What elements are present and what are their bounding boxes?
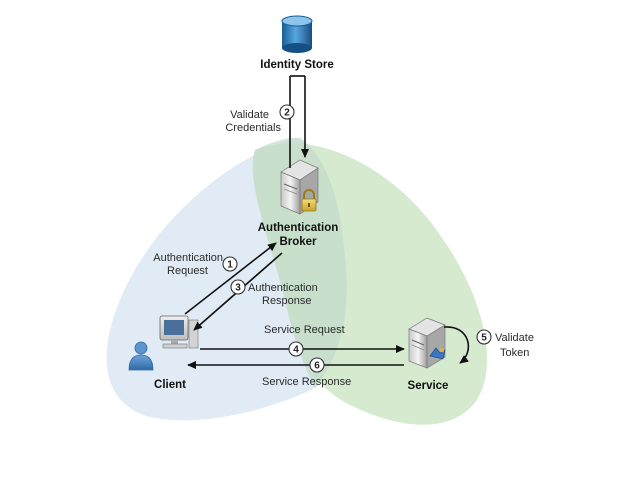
step-number-3: 3	[235, 283, 241, 294]
step-6-label: Service Response	[262, 376, 351, 388]
step-3-label-line2: Response	[262, 295, 312, 307]
step-2-label-line2: Credentials	[225, 122, 281, 134]
step-1-label-line1: Authentication	[153, 252, 223, 264]
step-4-label: Service Request	[264, 324, 345, 336]
service-label: Service	[408, 380, 449, 392]
service-app-icon	[429, 347, 446, 360]
computer-icon	[159, 315, 199, 349]
step-badge-4: 4	[288, 341, 304, 357]
trust-zone-overlap	[252, 137, 347, 388]
step-badge-2: 2	[279, 104, 295, 120]
step-number-4: 4	[293, 345, 299, 356]
step-5-label-line1: Validate	[495, 332, 534, 344]
service-server-icon	[408, 317, 446, 369]
step-2-label-line1: Validate	[230, 109, 269, 121]
step-number-1: 1	[227, 260, 233, 271]
user-icon	[128, 341, 154, 371]
step-badge-1: 1	[222, 256, 238, 272]
lock-icon	[301, 189, 317, 212]
step-number-5: 5	[481, 333, 487, 344]
client-label: Client	[154, 379, 186, 391]
step-1-label-line2: Request	[167, 265, 208, 277]
arrow-validate-token	[443, 326, 470, 364]
step-5-label-line2: Token	[500, 347, 529, 359]
step-number-2: 2	[284, 108, 290, 119]
step-badge-6: 6	[309, 357, 325, 373]
database-icon	[281, 15, 313, 53]
identity-store-label: Identity Store	[260, 59, 333, 71]
step-badge-5: 5	[476, 329, 492, 345]
arrow-auth-request	[184, 242, 277, 315]
step-badge-3: 3	[230, 279, 246, 295]
auth-broker-label-line1: Authentication	[258, 222, 339, 234]
step-number-6: 6	[314, 361, 320, 372]
step-3-label-line1: Authentication	[248, 282, 318, 294]
auth-broker-label-line2: Broker	[279, 236, 317, 248]
